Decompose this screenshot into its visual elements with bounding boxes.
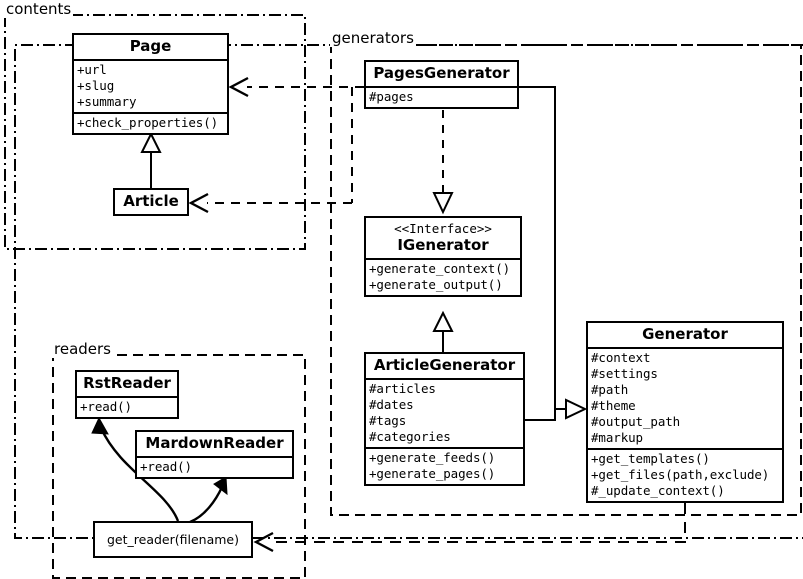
package-frame-generators [330,44,802,516]
package-frame-contents [4,14,306,250]
class-method: +check_properties() [77,115,219,131]
class-methods-rst-reader: +read() [77,396,177,417]
class-attribute: #context [591,350,651,366]
class-method: +generate_pages() [369,466,496,482]
class-name-mardown-reader: MardownReader [145,434,284,452]
class-name-article-generator: ArticleGenerator [373,356,516,374]
class-name-igenerator: <<Interface>> IGenerator [366,218,520,258]
class-attribute: #theme [591,398,636,414]
class-methods-generator: +get_templates() +get_files(path,exclude… [588,448,782,501]
class-name-generator: Generator [642,325,728,343]
class-attribute: +summary [77,94,137,110]
package-frame-outer [14,44,803,539]
arrowhead-article-to-page [140,131,162,153]
arrowhead-articlegen-to-igenerator [432,310,454,332]
connector-pagesgen-to-generator [519,86,566,410]
class-attribute: #dates [369,397,414,413]
class-attribute: #output_path [591,414,681,430]
arrowhead-generators-to-article [188,192,209,214]
class-name-page: Page [129,37,172,55]
class-attributes-article-generator: #articles #dates #tags #categories [366,378,523,447]
class-method: +get_files(path,exclude) [591,467,770,483]
class-method: +generate_context() [369,260,511,276]
function-label-get-reader: get_reader(filename) [107,532,239,547]
class-box-page[interactable]: Page +url +slug +summary +check_properti… [72,33,229,136]
class-name-pages-generator: PagesGenerator [373,64,510,82]
class-methods-igenerator: +generate_context() +generate_output() [366,257,520,295]
class-box-article[interactable]: Article [113,188,189,217]
arrowhead-get-reader-to-rstreader [91,416,109,435]
class-attribute: #path [591,382,629,398]
class-name-text-igenerator: IGenerator [397,235,489,254]
class-method: +generate_output() [369,276,503,292]
arrowhead-to-generator [565,398,588,420]
arrowhead-pagesgen-to-igenerator [432,192,454,215]
arrowhead-generator-to-get-reader [253,531,274,553]
class-method: +generate_feeds() [369,450,496,466]
class-box-igenerator[interactable]: <<Interface>> IGenerator +generate_conte… [364,216,522,297]
class-attributes-pages-generator: #pages [366,86,517,107]
class-name-article: Article [123,192,179,210]
class-box-pages-generator[interactable]: PagesGenerator #pages [364,60,519,110]
connector-get-reader-to-mardownreader [189,486,224,524]
class-attribute: #articles [369,381,436,397]
package-label-contents: contents [4,0,74,18]
class-attribute: #categories [369,429,451,445]
arrowhead-generators-to-page [228,76,249,98]
class-box-generator[interactable]: Generator #context #settings #path #them… [586,321,784,504]
class-box-rst-reader[interactable]: RstReader +read() [75,370,179,420]
class-attribute: +url [77,62,107,78]
class-attribute: +slug [77,78,115,94]
class-method: +read() [80,399,132,415]
class-box-mardown-reader[interactable]: MardownReader +read() [135,430,294,480]
class-methods-page: +check_properties() [74,112,227,133]
package-label-generators: generators [330,29,416,47]
connector-articlegen-to-generator [525,408,566,421]
class-attributes-generator: #context #settings #path #theme #output_… [588,347,782,448]
class-box-article-generator[interactable]: ArticleGenerator #articles #dates #tags … [364,352,525,487]
class-methods-mardown-reader: +read() [137,456,292,477]
class-attributes-page: +url +slug +summary [74,59,227,112]
arrowhead-get-reader-to-mardownreader [213,476,228,496]
function-box-get-reader[interactable]: get_reader(filename) [93,521,253,558]
class-attribute: #tags [369,413,407,429]
package-label-readers: readers [52,340,113,358]
class-method: #_update_context() [591,483,725,499]
class-method: +get_templates() [591,451,710,467]
class-method: +read() [140,459,192,475]
class-methods-article-generator: +generate_feeds() +generate_pages() [366,447,523,484]
class-stereotype-igenerator: <<Interface>> [394,221,492,236]
class-attribute: #settings [591,366,658,382]
class-attribute: #markup [591,430,643,446]
package-frame-readers [52,354,306,579]
class-name-rst-reader: RstReader [83,374,171,392]
connector-generator-to-get-reader [272,503,686,543]
class-attribute: #pages [369,89,414,105]
